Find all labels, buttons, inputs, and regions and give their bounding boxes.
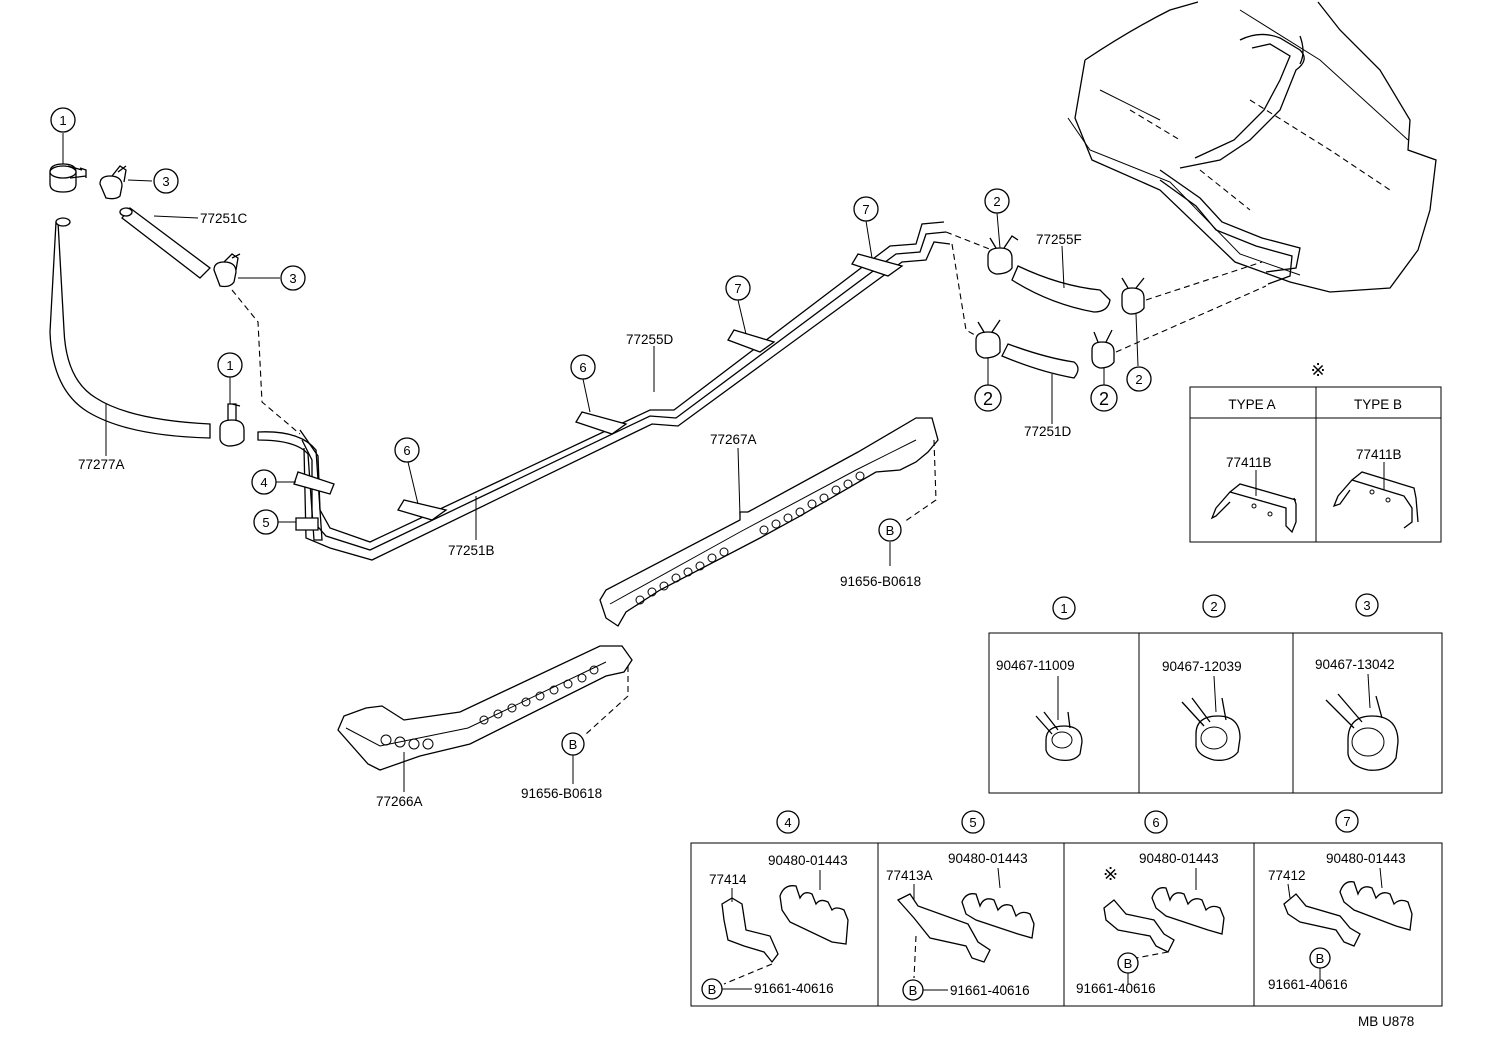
bracket-table-callout-6: 6 <box>1144 810 1168 834</box>
label-77255D: 77255D <box>626 332 674 347</box>
svg-text:1: 1 <box>59 113 66 128</box>
callout-3-lower: 3 <box>280 265 306 291</box>
col6-bolt-label: 91661-40616 <box>1076 981 1156 996</box>
label-77255F: 77255F <box>1036 232 1082 247</box>
callout-1-lower: 1 <box>217 352 243 378</box>
callout-1-top: 1 <box>50 107 76 133</box>
svg-text:7: 7 <box>734 281 741 296</box>
col6-callout-b: B <box>1117 952 1139 974</box>
bracket-table-callout-7: 7 <box>1335 809 1359 833</box>
callout-b-upper: B <box>878 518 902 542</box>
type-table: ※ TYPE A TYPE B 77411B 77411B <box>1189 360 1442 543</box>
callout-6-right: 6 <box>570 354 596 380</box>
svg-text:4: 4 <box>260 475 267 490</box>
svg-text:7: 7 <box>862 202 869 217</box>
tank-hoses <box>975 235 1267 379</box>
callout-2-bottom-right: 2 <box>1090 384 1118 412</box>
col6-clamp-label: 90480-01443 <box>1139 851 1219 866</box>
clamp-table: 1 2 3 90467-11009 90467-12039 90467-1304… <box>988 593 1443 794</box>
diagram-code: MB U878 <box>1358 1014 1414 1029</box>
svg-text:2: 2 <box>993 194 1000 209</box>
col7-bracket-label: 77412 <box>1268 868 1306 883</box>
col4-bracket-label: 77414 <box>709 872 747 887</box>
type-a-part: 77411B <box>1226 455 1272 470</box>
clamp-table-callout-2: 2 <box>1202 594 1226 618</box>
svg-text:1: 1 <box>226 358 233 373</box>
svg-text:1: 1 <box>1060 601 1067 616</box>
protector-lower <box>337 645 633 771</box>
svg-text:2: 2 <box>1210 599 1217 614</box>
type-table-mark: ※ <box>1310 360 1325 380</box>
col5-clamp-label: 90480-01443 <box>948 851 1028 866</box>
callout-5: 5 <box>253 509 279 535</box>
callout-4: 4 <box>251 469 277 495</box>
type-b-header: TYPE B <box>1354 397 1402 412</box>
label-bolt-lower: 91656-B0618 <box>521 786 602 801</box>
col5-bracket-label: 77413A <box>886 868 933 883</box>
clamp-part-1: 90467-11009 <box>996 658 1075 673</box>
col5-bolt-label: 91661-40616 <box>950 983 1030 998</box>
fuel-tank <box>1067 1 1437 293</box>
callout-2-right: 2 <box>1126 366 1152 392</box>
svg-text:B: B <box>569 737 578 752</box>
col7-bolt-label: 91661-40616 <box>1268 977 1348 992</box>
leader-lines <box>62 133 1139 792</box>
protector-upper <box>599 417 939 627</box>
filler-assembly <box>49 163 323 541</box>
svg-text:5: 5 <box>969 815 976 830</box>
callout-b-lower: B <box>561 732 585 756</box>
svg-text:5: 5 <box>262 515 269 530</box>
svg-text:B: B <box>886 523 895 538</box>
svg-text:3: 3 <box>162 174 169 189</box>
svg-text:3: 3 <box>1363 598 1370 613</box>
svg-text:B: B <box>909 983 918 998</box>
svg-text:6: 6 <box>1152 815 1159 830</box>
clamp-table-callout-3: 3 <box>1355 593 1379 617</box>
col6-bracket-label: ※ <box>1103 864 1118 884</box>
label-77251D: 77251D <box>1024 424 1072 439</box>
svg-text:2: 2 <box>1099 389 1109 409</box>
callouts: 1 3 3 1 4 5 6 6 7 7 2 2 2 2 B B <box>50 107 1152 756</box>
svg-text:B: B <box>708 982 717 997</box>
col4-bolt-label: 91661-40616 <box>754 981 834 996</box>
callout-2-top: 2 <box>984 188 1010 214</box>
svg-text:3: 3 <box>289 271 296 286</box>
svg-text:B: B <box>1124 956 1133 971</box>
label-77277A: 77277A <box>78 457 125 472</box>
part-labels: 77251C 77277A 77255D 77251B 77267A 77266… <box>78 211 1082 809</box>
callout-7-right: 7 <box>853 196 879 222</box>
svg-text:6: 6 <box>579 360 586 375</box>
label-77251C: 77251C <box>200 211 248 226</box>
clamp-part-3: 90467-13042 <box>1315 657 1395 672</box>
label-77266A: 77266A <box>376 794 423 809</box>
col4-callout-b: B <box>701 978 723 1000</box>
type-a-header: TYPE A <box>1228 397 1275 412</box>
bracket-table-callout-4: 4 <box>776 810 800 834</box>
bracket-table: 4 5 6 7 90480-01443 77414 91661-40616 B … <box>690 809 1443 1007</box>
svg-text:6: 6 <box>403 443 410 458</box>
clamp-part-2: 90467-12039 <box>1162 659 1242 674</box>
svg-text:4: 4 <box>784 815 791 830</box>
col5-callout-b: B <box>902 979 924 1001</box>
col4-clamp-label: 90480-01443 <box>768 853 848 868</box>
label-77251B: 77251B <box>448 543 495 558</box>
svg-text:2: 2 <box>1135 372 1142 387</box>
callout-6-left: 6 <box>394 437 420 463</box>
svg-text:B: B <box>1316 951 1325 966</box>
clamp-table-callout-1: 1 <box>1052 596 1076 620</box>
type-b-part: 77411B <box>1356 447 1402 462</box>
svg-text:7: 7 <box>1343 814 1350 829</box>
callout-7-left: 7 <box>725 275 751 301</box>
label-77267A: 77267A <box>710 432 757 447</box>
svg-text:2: 2 <box>983 389 993 409</box>
label-bolt-upper: 91656-B0618 <box>840 574 921 589</box>
bracket-table-callout-5: 5 <box>961 810 985 834</box>
fuel-line-assembly <box>293 221 993 561</box>
col7-clamp-label: 90480-01443 <box>1326 851 1406 866</box>
col7-callout-b: B <box>1309 947 1331 969</box>
callout-2-bottom-left: 2 <box>974 384 1002 412</box>
callout-3-top: 3 <box>153 168 179 194</box>
